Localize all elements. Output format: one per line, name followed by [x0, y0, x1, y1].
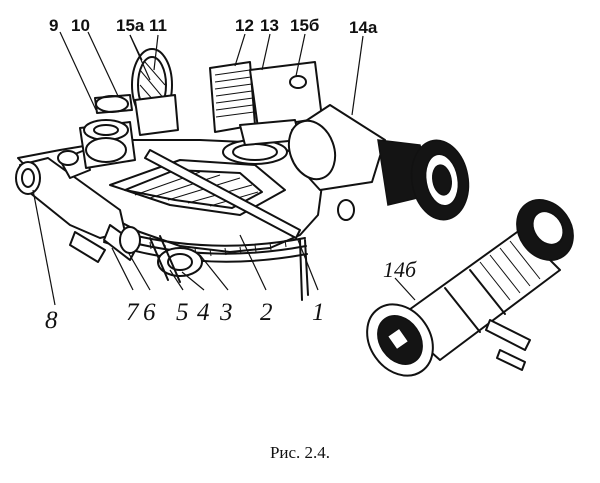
label-6: 6 [143, 299, 156, 326]
label-10: 10 [71, 16, 90, 35]
label-7: 7 [126, 299, 140, 326]
telescope-holder-left [15, 149, 181, 283]
telescope-14b [366, 199, 574, 377]
leader-lines [32, 31, 416, 306]
label-12: 12 [235, 16, 254, 35]
label-9: 9 [49, 16, 58, 35]
label-14a: 14а [349, 18, 378, 37]
label-11: 11 [149, 16, 167, 35]
telescope-14a [287, 104, 470, 221]
figure-caption: Рис. 2.4. [269, 443, 331, 462]
label-8: 8 [45, 307, 58, 334]
label-4: 4 [197, 299, 210, 326]
horizon-mirror-assembly [79, 94, 136, 169]
sextant-frame [17, 139, 323, 253]
sextant-figure: 9 10 15а 11 12 13 15б 14а 14б 8 7 6 5 4 … [15, 16, 574, 377]
label-13: 13 [260, 16, 279, 35]
label-14b: 14б [383, 257, 417, 282]
shade-glasses-15a [131, 48, 179, 136]
label-15a: 15а [116, 16, 145, 35]
label-3: 3 [219, 299, 233, 326]
label-5: 5 [176, 299, 189, 326]
label-2: 2 [260, 299, 273, 326]
label-15b: 15б [290, 16, 319, 35]
label-1: 1 [312, 299, 325, 326]
index-mirror-assembly [209, 61, 323, 146]
part-labels: 9 10 15а 11 12 13 15б 14а 14б 8 7 6 5 4 … [45, 16, 417, 334]
